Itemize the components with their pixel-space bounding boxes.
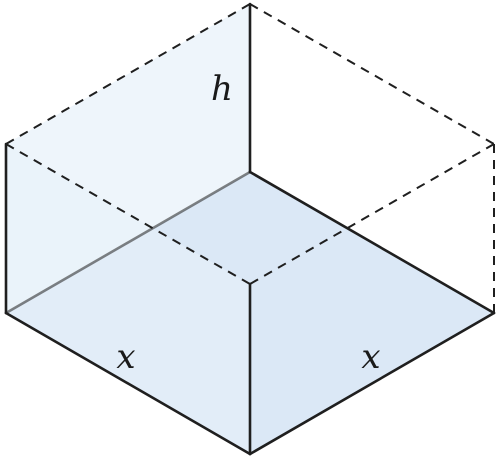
hidden-edges xyxy=(5,3,495,313)
solid-edges xyxy=(4,2,496,456)
right-side-label: x xyxy=(361,337,380,377)
edge-base-front-right xyxy=(248,311,496,456)
left-side-label: x xyxy=(116,337,135,377)
front-left-wall xyxy=(6,144,250,454)
dashed-top-right-edge xyxy=(249,3,495,145)
edge-base-back-right xyxy=(248,170,496,315)
height-label: h xyxy=(211,69,233,109)
edge-base-back-left xyxy=(4,170,252,315)
edge-base-front-left xyxy=(4,311,252,456)
